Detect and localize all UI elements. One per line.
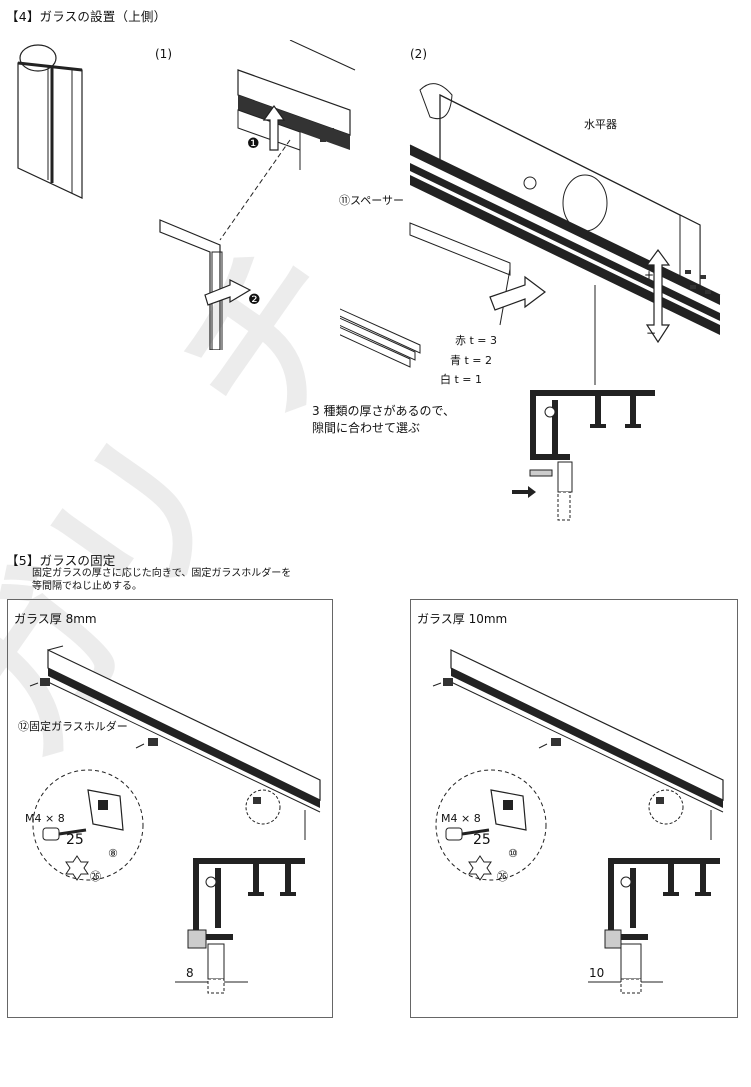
dimension-label: 8 — [186, 966, 194, 980]
spacer-red-label: 赤 t = 3 — [455, 334, 498, 347]
panel-glass-10mm: ガラス厚 10mm — [410, 599, 738, 1018]
step1-illustration — [159, 40, 356, 350]
spacer-white-label: 白 t = 1 — [440, 373, 483, 386]
screw-label: M4 × 8 — [25, 812, 65, 825]
door-overview-illustration — [17, 44, 83, 199]
ref-screw: ㉖ — [90, 870, 101, 883]
spacer-blue-label: 青 t = 2 — [450, 354, 493, 367]
section4-heading: 【4】ガラスの設置（上側） — [6, 9, 167, 24]
panel-title: ガラス厚 8mm — [14, 612, 97, 626]
panel-glass-8mm: ガラス厚 8mm — [7, 599, 333, 1018]
plus-sign: + — [644, 268, 655, 282]
section5-heading: 【5】ガラスの固定 — [6, 553, 116, 568]
note-line-2: 隙間に合わせて選ぶ — [312, 421, 421, 435]
spacer-label: ⑪スペーサー — [339, 194, 405, 207]
level-label: 水平器 — [584, 118, 617, 131]
step2-illustration — [340, 83, 721, 521]
note-line-1: 3 種類の厚さがあるので、 — [312, 404, 455, 418]
step1-label: (1) — [155, 47, 172, 61]
instruction-line-1: 固定ガラスの厚さに応じた向きで、固定ガラスホルダーを — [32, 568, 292, 579]
instruction-line-2: 等間隔でねじ止めする。 — [32, 581, 142, 592]
panel-8mm-illustration — [29, 645, 321, 994]
marker-2: ❷ — [248, 292, 261, 308]
screw-label: M4 × 8 — [441, 812, 481, 825]
holder-label: ⑫固定ガラスホルダー — [18, 720, 128, 733]
minus-sign: − — [646, 326, 657, 340]
panel-title: ガラス厚 10mm — [417, 612, 508, 626]
ref-holder: ⑧ — [108, 847, 118, 860]
step2-label: (2) — [410, 47, 427, 61]
dimension-label: 10 — [589, 966, 605, 980]
ref-screw: ㉖ — [497, 870, 508, 883]
screw-quantity: 25 — [473, 832, 491, 848]
screw-quantity: 25 — [66, 832, 84, 848]
marker-1: ❶ — [247, 136, 260, 152]
panel-10mm-illustration — [432, 649, 724, 994]
ref-holder: ⑩ — [508, 847, 518, 860]
